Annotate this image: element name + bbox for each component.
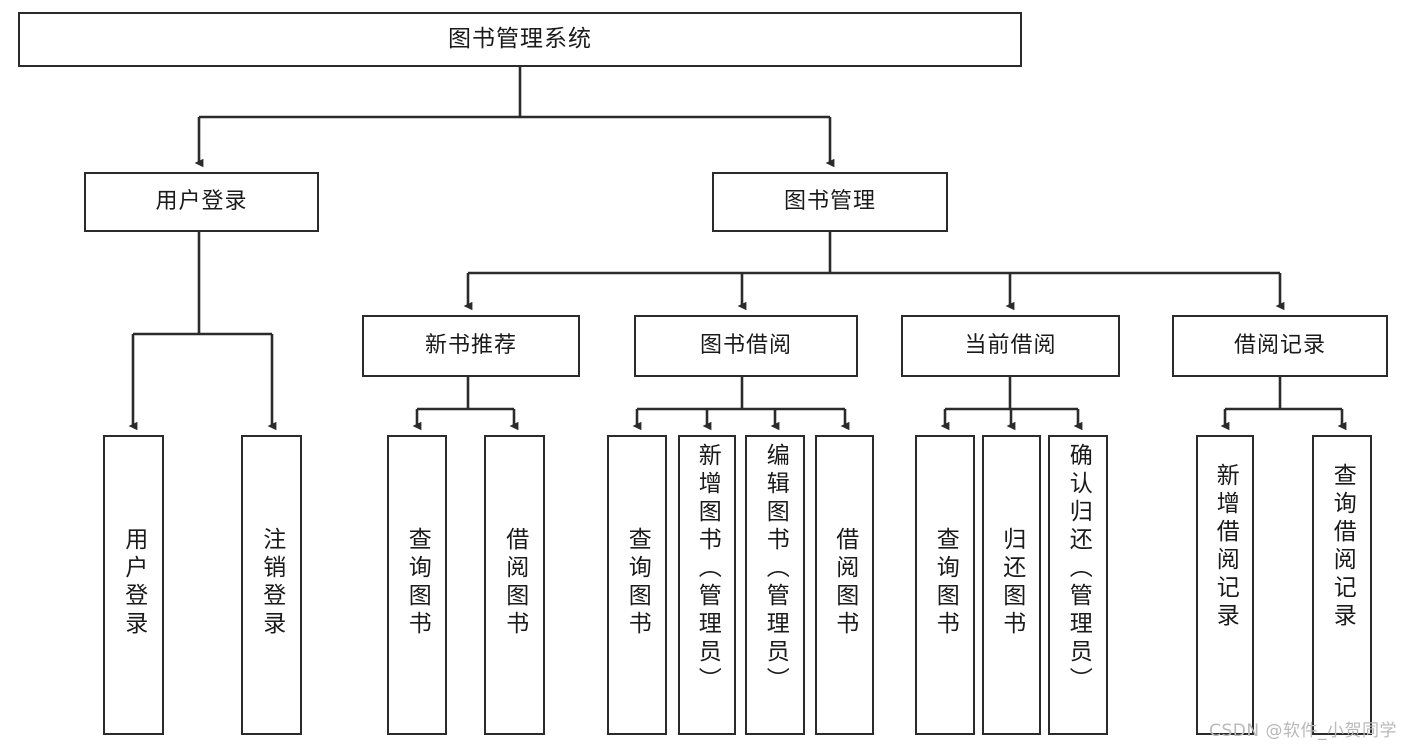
node-label: 借阅图书 (831, 527, 858, 639)
node-leaf-confirm-return-admin[interactable]: 确认归还（管理员） (1048, 435, 1108, 735)
current-borrow-to-leaves-connectors (940, 377, 1083, 431)
node-root-book-management-system[interactable]: 图书管理系统 (18, 12, 1022, 67)
node-leaf-query-books-recommend[interactable]: 查询图书 (387, 435, 447, 735)
node-leaf-query-books-borrow[interactable]: 查询图书 (607, 435, 667, 735)
node-label: 查询借阅记录 (1329, 463, 1356, 631)
node-leaf-return-books[interactable]: 归还图书 (982, 435, 1041, 735)
node-leaf-query-borrow-record[interactable]: 查询借阅记录 (1312, 435, 1372, 735)
node-label: 借阅记录 (1233, 333, 1326, 359)
new-book-to-leaves-connectors (412, 377, 519, 431)
node-leaf-logout[interactable]: 注销登录 (241, 435, 302, 735)
node-label: 图书借阅 (699, 333, 792, 359)
node-label: 注销登录 (258, 527, 285, 639)
node-label: 新书推荐 (424, 333, 517, 359)
node-label: 查询图书 (404, 527, 431, 639)
node-label: 编辑图书（管理员） (762, 443, 789, 695)
node-book-management[interactable]: 图书管理 (712, 172, 948, 232)
node-book-borrowing[interactable]: 图书借阅 (634, 315, 858, 377)
user-login-to-leaves-connectors (128, 232, 277, 431)
borrow-record-to-leaves-connectors (1220, 377, 1347, 431)
node-label: 图书管理 (783, 189, 876, 215)
node-leaf-user-login[interactable]: 用户登录 (103, 435, 164, 735)
node-label: 用户登录 (120, 527, 147, 639)
book-mgmt-to-level3-connectors (463, 232, 1285, 311)
node-leaf-add-borrow-record[interactable]: 新增借阅记录 (1196, 435, 1254, 735)
node-label: 新增借阅记录 (1212, 463, 1239, 631)
node-label: 确认归还（管理员） (1065, 443, 1092, 695)
node-leaf-borrow-books-recommend[interactable]: 借阅图书 (484, 435, 545, 735)
node-label: 用户登录 (155, 189, 248, 215)
node-leaf-query-books-current[interactable]: 查询图书 (915, 435, 975, 735)
node-borrowing-records[interactable]: 借阅记录 (1172, 315, 1388, 377)
node-user-login[interactable]: 用户登录 (84, 172, 319, 232)
node-leaf-borrow-books-borrow[interactable]: 借阅图书 (815, 435, 874, 735)
node-label: 当前借阅 (964, 333, 1057, 359)
node-new-book-recommendation[interactable]: 新书推荐 (362, 315, 580, 377)
root-to-level2-connectors (194, 67, 835, 168)
node-leaf-add-book-admin[interactable]: 新增图书（管理员） (678, 435, 736, 735)
node-label: 借阅图书 (501, 527, 528, 639)
node-label: 新增图书（管理员） (694, 443, 721, 695)
node-label: 归还图书 (998, 527, 1025, 639)
node-current-borrowing[interactable]: 当前借阅 (901, 315, 1120, 377)
node-leaf-edit-book-admin[interactable]: 编辑图书（管理员） (745, 435, 805, 735)
book-borrow-to-leaves-connectors (632, 377, 850, 431)
node-label: 查询图书 (624, 527, 651, 639)
node-label: 图书管理系统 (448, 26, 592, 53)
node-label: 查询图书 (932, 527, 959, 639)
